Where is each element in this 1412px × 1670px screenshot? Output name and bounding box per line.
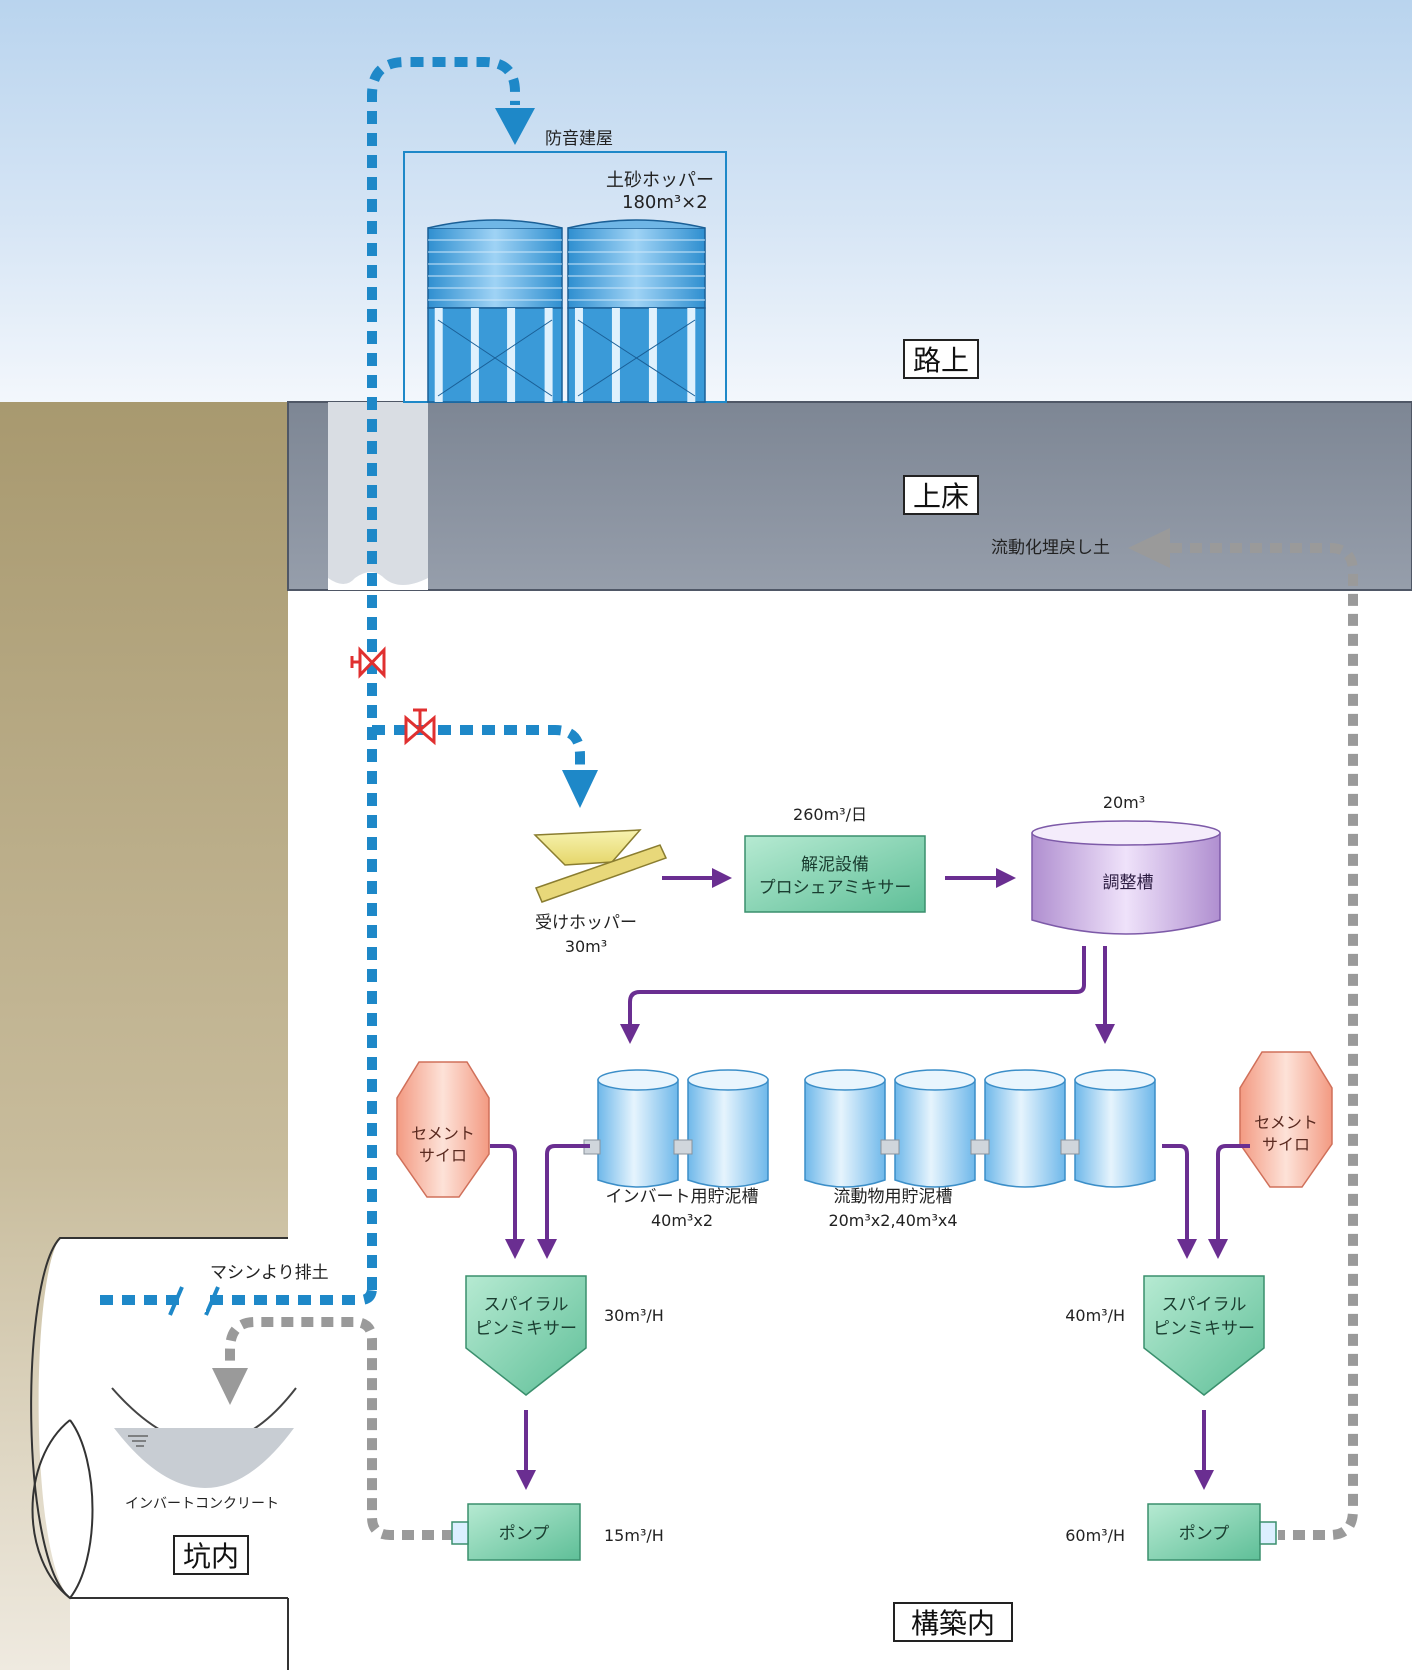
adjust-tank-name: 調整槽 [1103,873,1154,893]
tunnel-outline [30,1237,288,1599]
spiral-left-line-1: スパイラル [484,1295,569,1315]
silo-left-line-2: サイロ [419,1146,467,1165]
spiral-right-rate: 40m³/H [1065,1306,1125,1325]
silo-right-line-2: サイロ [1262,1135,1310,1154]
opening-bottom [328,572,428,590]
hopper-capacity: 180m³×2 [622,192,708,213]
invert-tank-name: インバート用貯泥槽 [606,1187,759,1207]
gray-flow-lines [225,543,1358,1540]
storage-tank-group [583,1069,1156,1188]
pump-left-rate: 15m³/H [604,1526,664,1545]
storage-tank [984,1069,1066,1188]
cement-silo-right [1239,1051,1333,1188]
fluid-tank-capacity: 20m³x2,40m³x4 [828,1211,957,1230]
hopper-name: 土砂ホッパー [606,170,714,191]
storage-tank [597,1069,679,1188]
adjust-tank-capacity: 20m³ [1103,793,1145,812]
backfill-label: 流動化埋戻し土 [991,538,1110,558]
storage-tank [687,1069,769,1188]
spiral-right-line-2: ピンミキサー [1153,1319,1255,1339]
soil-hopper-pair [427,219,706,403]
arrow-to-invert [212,1368,248,1405]
invert-concrete-label: インバートコンクリート [125,1496,279,1512]
zone-road: 路上 [913,344,969,377]
mixer-line-1: 解泥設備 [801,855,869,875]
adjustment-tank [1031,820,1221,935]
recv-hopper-capacity: 30m³ [565,937,607,956]
purple-flow-lines [490,868,1250,1490]
tank-connector [880,1139,900,1155]
valve-icon [404,708,436,746]
deslime-mixer-box [744,835,926,913]
silo-left-line-1: セメント [411,1124,475,1143]
silo-right-line-1: セメント [1254,1113,1318,1132]
soil-hopper-1 [427,219,563,403]
pump-right [1147,1503,1277,1561]
fluid-tank-name: 流動物用貯泥槽 [834,1187,953,1207]
pump-left-label: ポンプ [499,1524,550,1544]
invert-concrete-fill [114,1428,294,1488]
spiral-mixer-left [465,1275,587,1396]
tank-connector [1060,1139,1080,1155]
cement-silo-left [396,1061,490,1198]
zone-labels: 路上 上床 坑内 構築内 [173,339,1013,1642]
storage-tank [1074,1069,1156,1188]
invert-tank-capacity: 40m³x2 [651,1211,713,1230]
receiving-hopper [533,829,668,903]
water-level-icon [128,1435,148,1447]
sky-background [0,0,1412,402]
recv-hopper-label: 受けホッパー [535,913,637,933]
blue-flow-lines [100,57,585,1305]
pipe-break-mark-2 [204,1286,220,1316]
zone-upper-floor: 上床 [913,480,969,513]
upper-floor-slab [287,401,1412,591]
cement-silo-group [396,1051,1333,1198]
tank-connector [970,1139,990,1155]
arrow-to-recv-hopper [562,770,598,808]
pump-right-rate: 60m³/H [1065,1526,1125,1545]
pump-right-label: ポンプ [1179,1524,1230,1544]
storage-tank [804,1069,886,1188]
slab-opening [328,402,428,590]
soundproof-label: 防音建屋 [545,129,613,149]
spiral-left-line-2: ピンミキサー [475,1319,577,1339]
machine-out-label: マシンより排土 [210,1263,329,1283]
spiral-mixer-right [1143,1275,1265,1396]
arrow-to-hopper [495,108,535,145]
storage-tank [894,1069,976,1188]
pump-left [451,1503,581,1561]
zone-tunnel: 坑内 [183,1540,239,1573]
soil-hopper-2 [567,219,706,403]
pipe-break-gap [184,1290,206,1312]
spiral-left-rate: 30m³/H [604,1306,664,1325]
mixer-rate: 260m³/日 [793,805,867,824]
arrow-backfill [1128,528,1170,568]
pipe-break-mark-1 [168,1286,184,1316]
zone-structure: 構築内 [911,1607,995,1640]
tunnel-face [31,1419,94,1600]
tank-connector [673,1139,693,1155]
valve-icon [350,646,386,679]
soundproof-building [403,151,727,403]
mixer-line-2: プロシェアミキサー [759,878,912,898]
spiral-right-line-1: スパイラル [1162,1295,1247,1315]
